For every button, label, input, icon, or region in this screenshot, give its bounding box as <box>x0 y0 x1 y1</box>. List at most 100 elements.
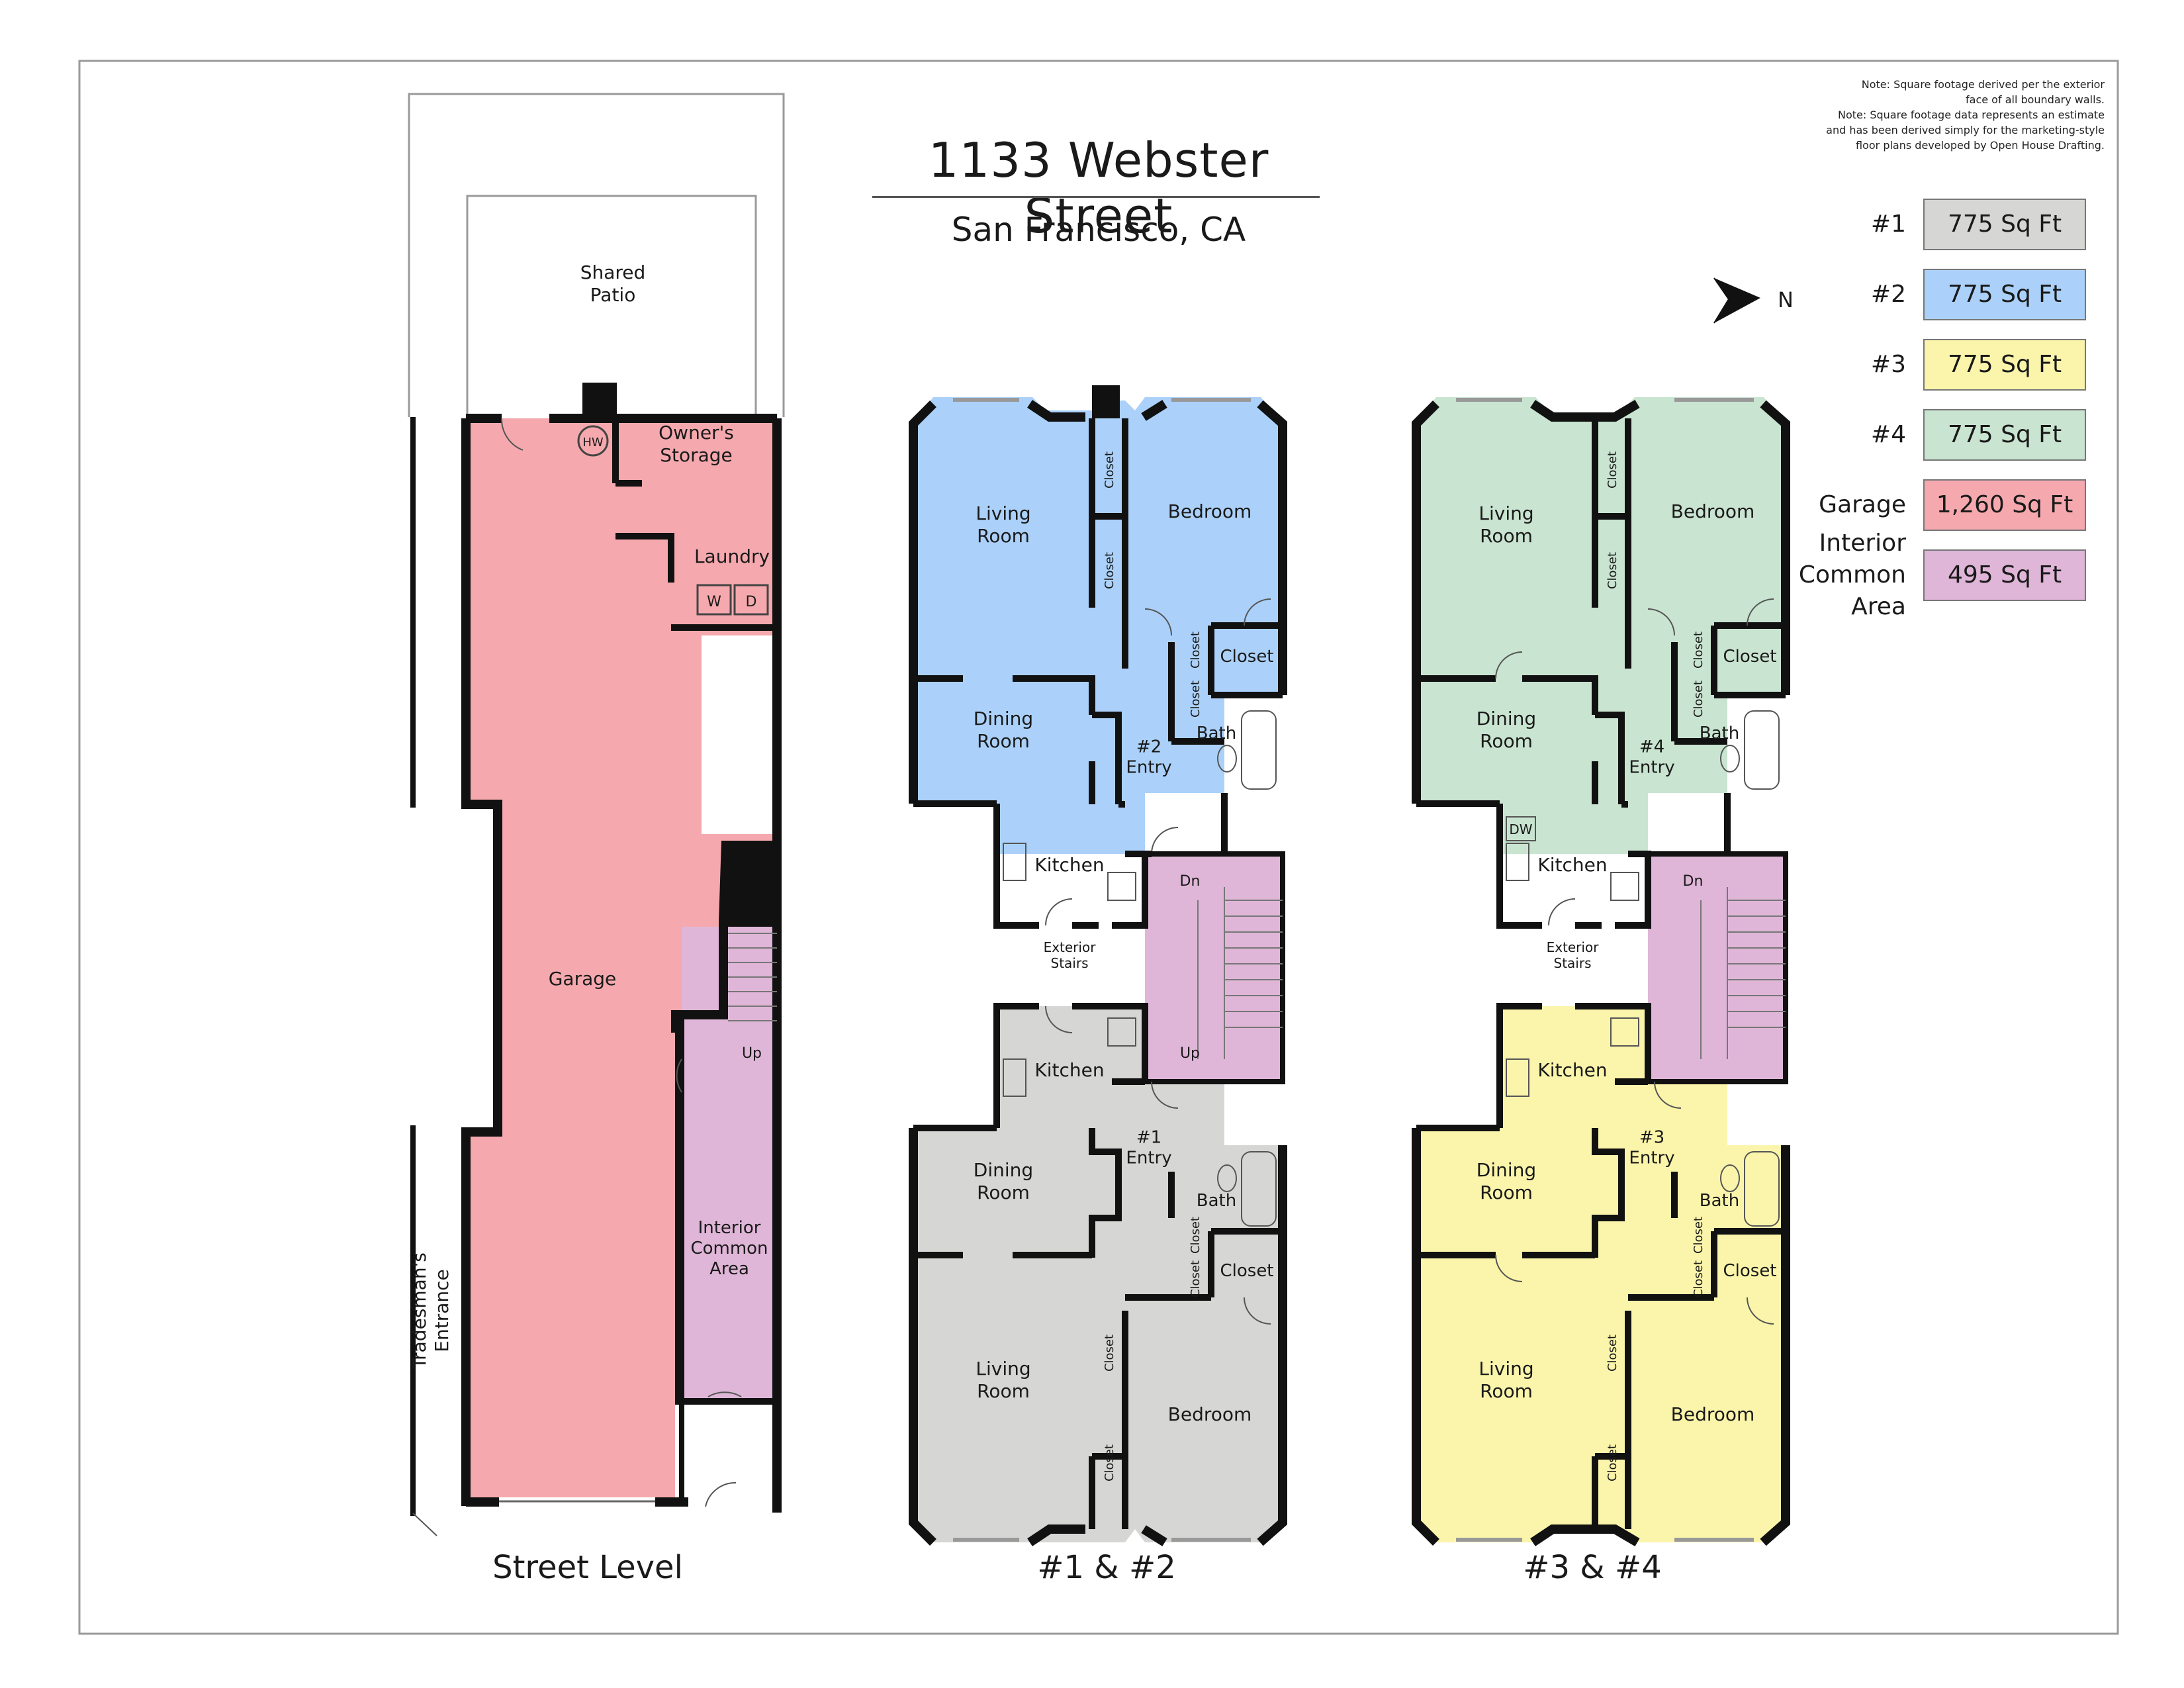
closet-label: Closet <box>1606 552 1619 589</box>
unit-4-interior-walls <box>1416 418 1786 804</box>
unit-3-outer-walls <box>1412 1128 1790 1547</box>
sink-icon <box>1506 1058 1529 1097</box>
common-area-wall <box>675 1019 684 1403</box>
dryer-icon <box>733 584 769 616</box>
toilet-icon <box>1720 745 1740 773</box>
unit-1-outer-walls <box>909 1128 1287 1546</box>
note-line: and has been derived simply for the mark… <box>1826 124 2105 136</box>
door-swing <box>1045 1006 1073 1033</box>
door-swing <box>1151 827 1179 855</box>
title-underline <box>872 196 1320 198</box>
note-line: face of all boundary walls. <box>1966 93 2105 106</box>
legend-label: Interior Common Area <box>1798 530 1906 620</box>
u4-bath-label: Bath <box>1700 724 1739 743</box>
closet-label: Closet <box>1692 632 1706 669</box>
common-area-south-wall <box>675 1398 777 1405</box>
washer-label: W <box>707 594 721 610</box>
door-swing <box>1045 898 1073 926</box>
u4-bedroom-label: Bedroom <box>1671 500 1755 522</box>
laundry-label: Laundry <box>694 545 770 567</box>
unit-3-interior-walls <box>1416 1128 1786 1529</box>
sink-icon <box>1003 843 1026 881</box>
unit-1-interior-walls <box>913 1128 1283 1529</box>
legend-swatch: 495 Sq Ft <box>1923 549 2086 601</box>
closet-label: Closet <box>1692 680 1706 718</box>
laundry-area <box>671 528 777 629</box>
legend-swatch: 1,260 Sq Ft <box>1923 479 2086 531</box>
units-1-2-stair-treads <box>1197 887 1283 1059</box>
patio-inner-outline <box>466 195 757 417</box>
closet-label: Closet <box>1189 680 1203 718</box>
closet-label: Closet <box>1103 552 1116 589</box>
legend-label: #4 <box>1870 421 1906 448</box>
legend-swatch: 775 Sq Ft <box>1923 339 2086 391</box>
garage-south-wall-left <box>466 1497 499 1507</box>
unit-2-outer-walls <box>909 400 1287 804</box>
legend-swatch: 775 Sq Ft <box>1923 269 2086 320</box>
closet-label: Closet <box>1692 1260 1706 1297</box>
toilet-icon <box>1217 1164 1237 1192</box>
stove-icon <box>1107 1017 1136 1047</box>
garage-area <box>466 418 777 1497</box>
u3-bedroom-label: Bedroom <box>1671 1403 1755 1425</box>
stove-icon <box>1610 872 1639 901</box>
floor-caption-street: Street Level <box>492 1549 683 1586</box>
u1-kitchen-label: Kitchen <box>1034 1059 1104 1081</box>
page-subtitle: San Francisco, CA <box>951 211 1246 249</box>
u2-closet-label: Closet <box>1220 647 1273 667</box>
dn-label-2: Dn <box>1683 873 1704 890</box>
stove-icon <box>1610 1017 1639 1047</box>
unit-1-area <box>913 1006 1283 1542</box>
closet-label: Closet <box>1189 1260 1203 1297</box>
closet-label: Closet <box>1103 1444 1116 1481</box>
legend-swatch: 775 Sq Ft <box>1923 199 2086 250</box>
up-label: Up <box>1180 1045 1200 1062</box>
closet-label: Closet <box>1606 1335 1619 1372</box>
unit-1-top-walls <box>913 1003 1148 1131</box>
dn-label: Dn <box>1180 873 1201 890</box>
unit-2-chimney <box>1092 385 1120 418</box>
unit-2-lower-walls <box>913 793 1228 929</box>
tub-icon <box>1241 710 1277 790</box>
tradesman-door <box>412 1513 437 1536</box>
u1-closet-label: Closet <box>1220 1261 1273 1281</box>
tub-icon <box>1241 1151 1277 1227</box>
units-1-2-common-stair <box>1145 854 1283 1082</box>
unit-3-top-walls <box>1416 1003 1651 1131</box>
u4-kitchen-label: Kitchen <box>1537 854 1607 876</box>
floor-caption-units-1-2: #1 & #2 <box>1037 1549 1176 1586</box>
unit-2-interior-walls <box>913 418 1283 804</box>
units-1-2-stair-walls <box>1145 851 1285 1084</box>
units-1-2-plan <box>909 385 1287 1546</box>
door-swing <box>1495 651 1523 679</box>
note-line: floor plans developed by Open House Draf… <box>1856 139 2105 152</box>
u4-dw-label: DW <box>1509 821 1532 837</box>
owners-storage-area <box>615 418 777 528</box>
units-3-4-plan <box>1412 397 1790 1547</box>
u1-bedroom-label: Bedroom <box>1168 1403 1252 1425</box>
u2-bedroom-label: Bedroom <box>1168 500 1252 522</box>
tub-icon <box>1744 1151 1780 1227</box>
door-swing <box>676 1058 682 1093</box>
u3-bath-label: Bath <box>1700 1191 1739 1211</box>
street-common-stair <box>728 927 777 1039</box>
toilet-icon <box>1720 1164 1740 1192</box>
note-line: Note: Square footage data represents an … <box>1837 109 2105 121</box>
floor-caption-units-3-4: #3 & #4 <box>1523 1549 1662 1586</box>
door-swing <box>1647 608 1675 636</box>
street-common-area <box>682 927 777 1402</box>
sink-icon <box>1506 843 1529 881</box>
legend-label: #1 <box>1870 211 1906 238</box>
closet-label: Closet <box>1606 1444 1619 1481</box>
legend-label: #2 <box>1870 281 1906 308</box>
toilet-icon <box>1217 745 1237 773</box>
door-swing <box>1654 1081 1682 1109</box>
